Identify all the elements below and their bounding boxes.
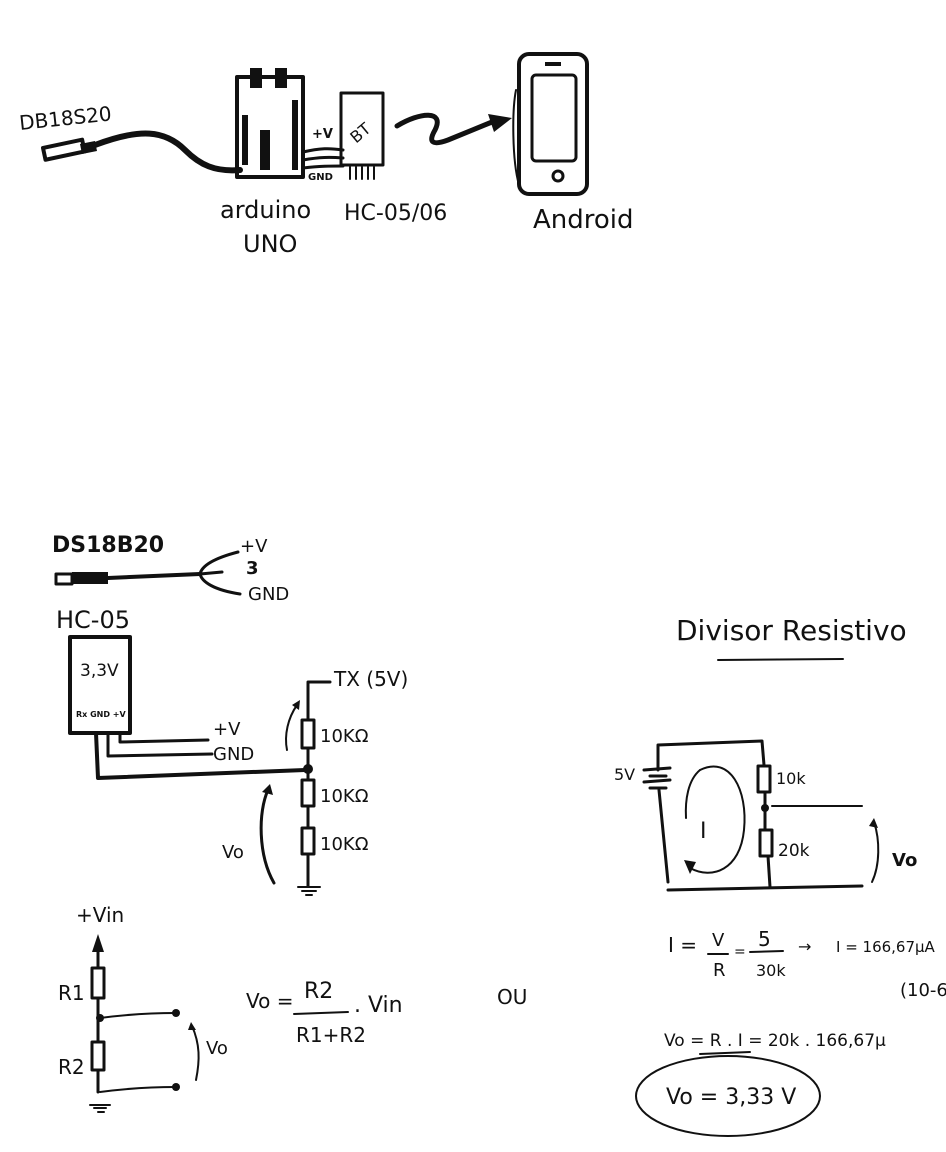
- vo-label: Vo: [222, 842, 244, 863]
- vin-label: +Vin: [76, 903, 124, 927]
- r2-label: R2: [58, 1055, 85, 1079]
- result-circle: [635, 1055, 821, 1137]
- hc05-wires: [94, 731, 307, 780]
- eq2-underline: [699, 1051, 751, 1055]
- formula-lhs: Vo =: [246, 989, 293, 1013]
- wiring-diagram: DS18B20 +V 3 GND HC-05 3,3V Rx GND +V +V…: [52, 533, 408, 896]
- hc05-voltage: 3,3V: [80, 661, 119, 681]
- r-bottom-label: 20k: [778, 841, 810, 861]
- resistor-3-label: 10KΩ: [320, 834, 369, 855]
- bluetooth-module-icon: [339, 91, 385, 180]
- eq1-arrow: →: [798, 937, 811, 956]
- wire-plus-label: +V: [213, 719, 241, 740]
- eq1-frac1-num: V: [712, 930, 725, 951]
- eq1-frac2-bar: [749, 950, 784, 953]
- power-wires: [301, 147, 345, 170]
- eq1-frac2-den: 30k: [756, 961, 786, 980]
- eq1-frac1-den: R: [713, 960, 726, 981]
- fraction-bar: [293, 1011, 349, 1015]
- divisor-title: Divisor Resistivo: [676, 614, 907, 647]
- vo-label: Vo: [206, 1038, 228, 1059]
- current-label: I: [700, 819, 707, 844]
- ou-label: OU: [497, 985, 527, 1009]
- block-diagram: DB18S20 arduino UNO +V GND: [18, 52, 634, 258]
- formula-denominator: R1+R2: [296, 1023, 366, 1047]
- arduino-label-line1: arduino: [220, 196, 311, 224]
- formula-tail: . Vin: [354, 993, 403, 1018]
- eq1-result: I = 166,67μA: [836, 938, 936, 956]
- voltage-arrows: [259, 700, 300, 885]
- ds18b20-label: DS18B20: [52, 533, 164, 558]
- sensor-label: DB18S20: [18, 101, 113, 135]
- source-label: 5V: [614, 765, 635, 784]
- arduino-board-icon: [235, 68, 305, 179]
- sensor-pin-plus: +V: [240, 536, 268, 557]
- wire-plus-label: +V: [312, 127, 333, 142]
- eq1-frac2-num: 5: [758, 927, 771, 951]
- bt-chip-label: BT: [346, 119, 374, 147]
- hc05-label: HC-05: [56, 606, 130, 634]
- resistor-2-label: 10KΩ: [320, 786, 369, 807]
- phone-label: Android: [533, 205, 634, 235]
- vo-label: Vo: [892, 850, 917, 871]
- eq1-lhs: I =: [668, 933, 697, 957]
- r1-label: R1: [58, 981, 85, 1005]
- resistor-chain: [297, 680, 332, 896]
- hc05-pins: Rx GND +V: [76, 710, 126, 719]
- resistor-1-label: 10KΩ: [320, 726, 369, 747]
- divisor-circuit: [642, 739, 880, 892]
- sensor-pin-gnd: GND: [248, 584, 289, 605]
- android-phone-icon: [512, 52, 589, 196]
- hc05-module-icon: [68, 635, 132, 735]
- generic-divider-circuit: [89, 934, 200, 1113]
- bt-module-label: HC-05/06: [344, 201, 447, 226]
- divisor-resistivo: Divisor Resistivo 5V I 10k 20k Vo I: [614, 614, 946, 1137]
- arduino-label-line2: UNO: [243, 230, 297, 258]
- tx-label: TX (5V): [333, 667, 408, 691]
- eq1-note: (10-6: [900, 980, 946, 1001]
- eq1-eq: =: [734, 944, 746, 960]
- r-top-label: 10k: [776, 769, 806, 788]
- ds18b20-probe-icon: [54, 550, 242, 596]
- title-underline: [717, 658, 844, 661]
- generic-divider: +Vin R1 R2 Vo Vo = R2 R1+R2 . Vin OU: [58, 903, 527, 1113]
- formula-numerator: R2: [304, 979, 333, 1004]
- wire-gnd-label: GND: [213, 744, 254, 765]
- result-value: Vo = 3,33 V: [666, 1085, 796, 1110]
- temperature-probe-icon: [40, 130, 243, 174]
- sensor-pin-data: 3: [246, 558, 259, 579]
- wireless-arrow-icon: [394, 112, 512, 146]
- eq2: Vo = R . I = 20k . 166,67μ: [664, 1031, 886, 1051]
- wire-gnd-label: GND: [308, 172, 333, 183]
